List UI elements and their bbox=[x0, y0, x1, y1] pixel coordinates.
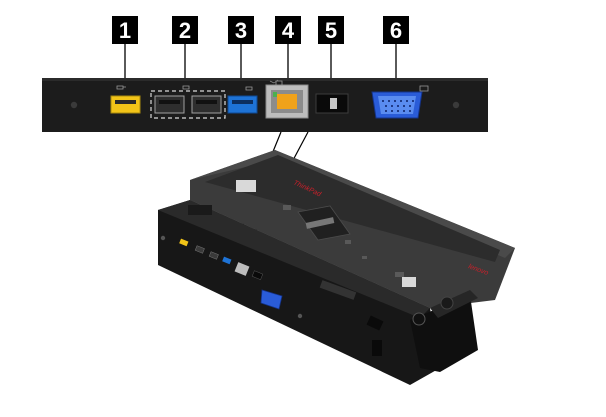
vga-port bbox=[371, 85, 429, 119]
panel-screw-left bbox=[70, 101, 78, 109]
callout-6: 6 bbox=[383, 16, 409, 44]
callout-4-label: 4 bbox=[282, 18, 295, 43]
dock-connector bbox=[297, 205, 351, 241]
dock-power-button bbox=[440, 296, 454, 310]
dock-usb-yellow bbox=[179, 238, 189, 247]
dock-front-ports bbox=[160, 235, 303, 319]
dock-vga bbox=[260, 289, 283, 310]
dock-screw-front-left bbox=[160, 235, 166, 241]
usb-2-port-pair bbox=[150, 85, 226, 119]
panel-screw-right bbox=[452, 101, 460, 109]
callout-6-label: 6 bbox=[390, 18, 402, 43]
dock-dc-in bbox=[251, 270, 264, 280]
dock-usb-black-b bbox=[208, 251, 219, 260]
dock-usb-black-a bbox=[194, 245, 205, 254]
callout-3: 3 bbox=[228, 16, 254, 44]
callout-1-label: 1 bbox=[119, 18, 131, 43]
dock-front-face bbox=[158, 200, 440, 385]
callout-1: 1 bbox=[112, 16, 138, 44]
dc-power-port bbox=[315, 93, 349, 114]
usb-2-port-always-on bbox=[110, 85, 141, 114]
dock-right-end bbox=[410, 295, 478, 372]
callout-5: 5 bbox=[318, 16, 344, 44]
usb-2-port-b bbox=[191, 95, 222, 114]
docking-station: ThinkPad lenovo bbox=[158, 150, 515, 385]
dock-usb-blue bbox=[222, 256, 232, 265]
dock-ethernet bbox=[234, 262, 250, 276]
dock-screw-front-right bbox=[297, 313, 303, 319]
callout-4: 4 bbox=[275, 16, 301, 44]
dock-power-button-cap bbox=[412, 312, 426, 326]
callout-5-label: 5 bbox=[325, 18, 337, 43]
callout-2: 2 bbox=[172, 16, 198, 44]
usb-3-port bbox=[227, 86, 258, 114]
callout-2-label: 2 bbox=[179, 18, 191, 43]
rear-panel bbox=[42, 78, 488, 132]
ethernet-port bbox=[265, 79, 309, 119]
usb-2-port-a bbox=[154, 95, 185, 114]
callout-3-label: 3 bbox=[235, 18, 247, 43]
